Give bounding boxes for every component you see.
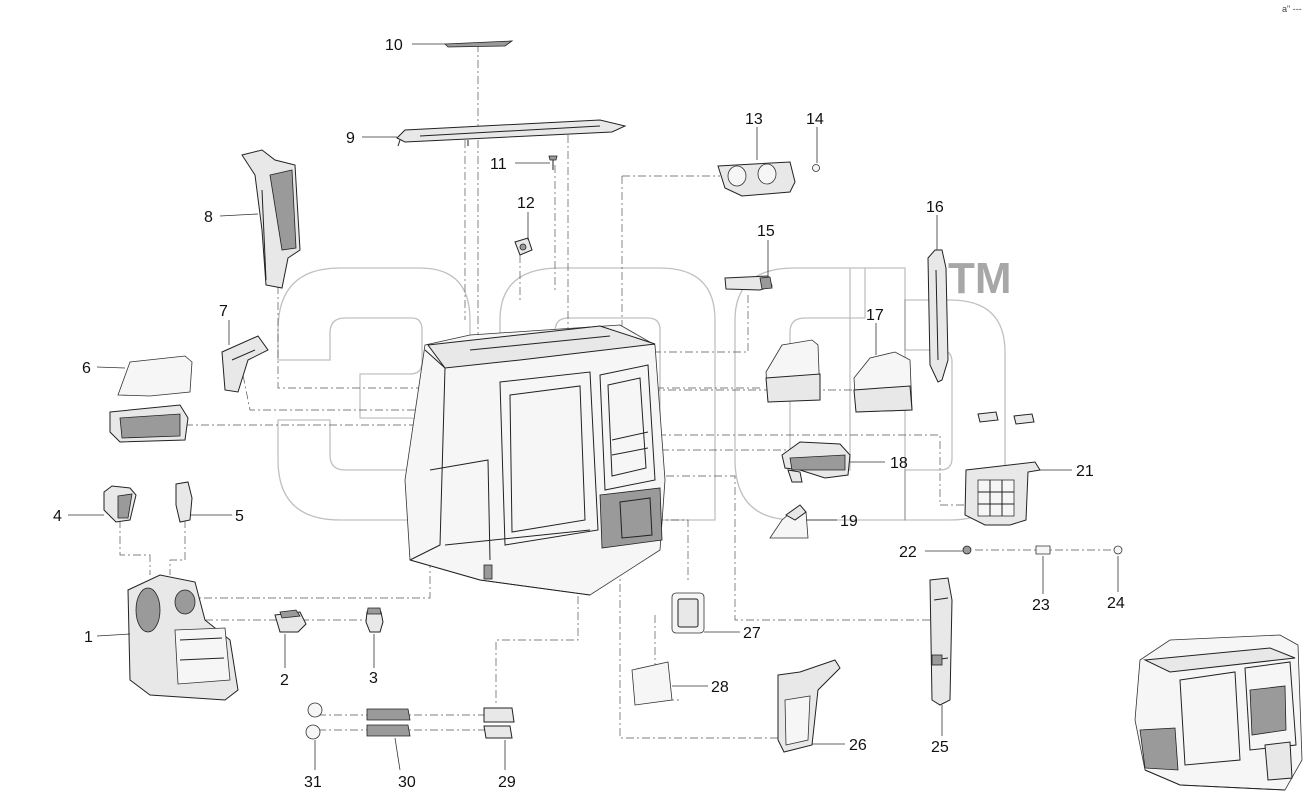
part-6-air-duct (109, 355, 193, 443)
callout-10: 10 (385, 37, 403, 54)
part-23-sleeve (1035, 545, 1051, 555)
part-29-connector (483, 707, 515, 739)
callout-29: 29 (498, 774, 516, 791)
callout-24: 24 (1107, 595, 1125, 612)
callout-15: 15 (757, 223, 775, 240)
callout-31: 31 (304, 774, 322, 791)
part-17-speaker-cover-left (765, 339, 821, 403)
cab-assembly (404, 324, 666, 596)
callout-30: 30 (398, 774, 416, 791)
part-14-nut (812, 164, 820, 172)
callout-23: 23 (1032, 597, 1050, 614)
corner-mark: a" --- (1282, 4, 1302, 14)
callout-5: 5 (235, 508, 244, 525)
watermark-tm: TM (948, 254, 1012, 303)
part-5-bracket (175, 481, 193, 523)
part-9-roof-rail (396, 119, 627, 147)
part-4-panel-bracket (103, 485, 137, 523)
part-27-small-window (671, 592, 705, 634)
part-22-grommet (962, 545, 972, 555)
leader-lines (68, 43, 1119, 771)
callout-21: 21 (1076, 463, 1094, 480)
part-19-vent-nozzle (769, 504, 809, 539)
part-21-control-box (964, 411, 1041, 526)
callout-8: 8 (204, 209, 213, 226)
callout-28: 28 (711, 679, 729, 696)
part-25-rear-pillar-trim (929, 577, 953, 706)
part-15-lamp (724, 275, 773, 291)
part-7-bracket (221, 335, 269, 393)
callout-6: 6 (82, 360, 91, 377)
part-30-fuse (366, 708, 411, 737)
callout-14: 14 (806, 111, 824, 128)
callout-9: 9 (346, 130, 355, 147)
callout-1: 1 (84, 629, 93, 646)
callout-3: 3 (369, 670, 378, 687)
callout-17: 17 (866, 307, 884, 324)
watermark-glyph-4 (904, 299, 1006, 521)
part-24-plug (1113, 545, 1123, 555)
part-10-roof-seal (444, 40, 514, 48)
callout-12: 12 (517, 195, 535, 212)
cab-thumbnail (1134, 634, 1303, 791)
callout-4: 4 (53, 508, 62, 525)
part-12-clip (514, 237, 533, 256)
callout-2: 2 (280, 672, 289, 689)
part-1-side-console (127, 574, 239, 701)
callout-16: 16 (926, 199, 944, 216)
callout-11: 11 (490, 156, 507, 173)
callout-19: 19 (840, 513, 858, 530)
part-26-side-trim (777, 659, 841, 753)
part-17-speaker-cover-right (853, 351, 913, 413)
part-18-air-box (781, 441, 851, 483)
callout-27: 27 (743, 625, 761, 642)
part-28-pad (631, 661, 673, 706)
part-8-pillar-cover (241, 149, 301, 289)
callout-7: 7 (219, 303, 228, 320)
callout-22: 22 (899, 544, 917, 561)
part-2-switch (274, 609, 307, 633)
part-11-screw (548, 155, 558, 170)
callout-25: 25 (931, 739, 949, 756)
part-16-pillar-trim (927, 249, 949, 383)
callout-26: 26 (849, 737, 867, 754)
part-3-knob (365, 607, 384, 633)
callout-labels: 10 9 11 12 13 14 8 7 6 15 16 17 18 19 21… (53, 37, 1125, 791)
callout-18: 18 (890, 455, 908, 472)
part-13-bracket (717, 161, 796, 197)
part-31-cap (305, 702, 323, 740)
watermark-glyph-1 (277, 267, 471, 521)
callout-13: 13 (745, 111, 763, 128)
